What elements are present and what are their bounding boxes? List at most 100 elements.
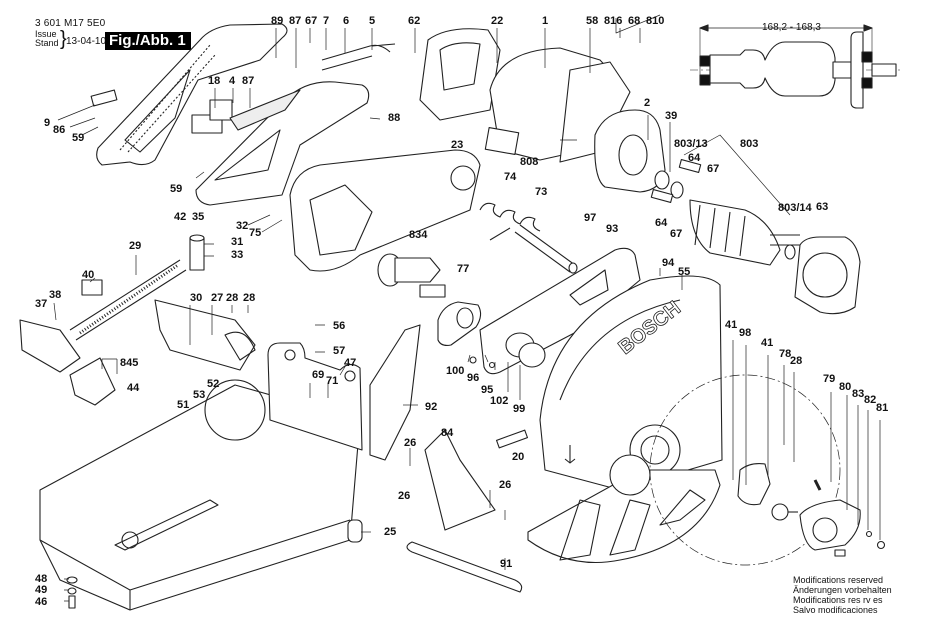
notice-line-de: Änderungen vorbehalten (793, 585, 892, 595)
callout: 22 (491, 15, 504, 27)
wrench-91 (406, 541, 523, 593)
callout: 33 (231, 249, 244, 261)
issue-label-en: Issue (35, 29, 57, 39)
callout: 44 (127, 382, 140, 394)
callout: 99 (513, 403, 526, 415)
callout: 42 (174, 211, 187, 223)
notice-line-es: Salvo modificaciones (793, 605, 878, 615)
modifications-notice: Modifications reserved Änderungen vorbeh… (793, 575, 892, 615)
handle-half-right (195, 81, 370, 206)
handle-tube (321, 43, 396, 71)
callout: 100 (446, 365, 465, 377)
callout: 4 (229, 75, 236, 87)
callout: 62 (408, 15, 421, 27)
callout: 102 (490, 395, 509, 407)
callout: 808 (520, 156, 539, 168)
callout: 68 (628, 15, 641, 27)
armature-body (709, 41, 836, 97)
callout: 810 (646, 15, 665, 27)
callout: 1 (542, 15, 549, 27)
gear-housing (289, 149, 481, 272)
callout: 91 (500, 558, 513, 570)
callout: 845 (120, 357, 139, 369)
callout: 67 (305, 15, 318, 27)
callout: 80 (839, 381, 852, 393)
callout: 75 (249, 227, 262, 239)
spark-deflector-84 (424, 429, 496, 531)
bearing-39 (654, 170, 670, 190)
callout: 834 (409, 229, 428, 241)
callout: 29 (129, 240, 142, 252)
vice-block-40 (81, 279, 103, 296)
issue-label-de: Stand (35, 38, 59, 48)
callout: 39 (665, 110, 678, 122)
callout: 35 (192, 211, 205, 223)
dimension-arrows (699, 24, 873, 32)
pivot-bushing (450, 165, 476, 191)
vice-bracket (154, 299, 256, 371)
callout: 51 (177, 399, 190, 411)
callout: 83 (852, 388, 865, 400)
bearing-left-bottom (699, 74, 711, 86)
callout: 89 (271, 15, 284, 27)
bearing-803-14 (784, 244, 796, 260)
handle-half-left (96, 23, 288, 166)
callout: 64 (655, 217, 668, 229)
callout: 28 (790, 355, 803, 367)
carbon-brush-lower (650, 188, 674, 204)
callout: 30 (190, 292, 203, 304)
callout: 28 (226, 292, 239, 304)
base-plate (39, 384, 361, 611)
callout: 84 (441, 427, 454, 439)
fan-baffle (794, 236, 861, 315)
callout: 77 (457, 263, 470, 275)
callout: 96 (467, 372, 480, 384)
callout: 48 (35, 573, 48, 585)
issue-date: 13-04-10 (66, 36, 107, 47)
dimension-label: 168,2 - 168,3 (762, 22, 821, 33)
callout: 97 (584, 212, 597, 224)
base-screw-set (66, 576, 78, 609)
callout: 86 (53, 124, 66, 136)
motor-housing (484, 47, 631, 163)
callout: 87 (242, 75, 255, 87)
issue-label: Issue Stand (35, 30, 59, 48)
notice-line-fr: Modifications res rv es (793, 595, 883, 605)
callout: 26 (398, 490, 411, 502)
base-slot (114, 499, 219, 551)
part-number: 3 601 M17 5E0 (35, 18, 106, 29)
callout: 41 (725, 319, 738, 331)
callout: 32 (236, 220, 249, 232)
callout: 79 (823, 373, 836, 385)
callout: 95 (481, 384, 494, 396)
armature-shaft (832, 61, 852, 79)
callout: 81 (876, 402, 889, 414)
figure-label: Fig./Abb. 1 (105, 32, 191, 50)
leader-lines (53, 14, 881, 602)
vice-nut-42 (189, 234, 205, 271)
callout: 64 (688, 152, 701, 164)
switch-assembly (191, 99, 233, 134)
callout: 59 (72, 132, 85, 144)
armature-fan (850, 31, 864, 109)
fence-plate (267, 342, 363, 451)
carbon-brush-upper (678, 158, 702, 174)
callout: 52 (207, 378, 220, 390)
callout: 55 (678, 266, 691, 278)
callout: 41 (761, 337, 774, 349)
callout: 49 (35, 584, 48, 596)
handle-label-plate (90, 89, 118, 107)
screw-81 (876, 540, 886, 550)
callout: 67 (707, 163, 720, 175)
callout: 803 (740, 138, 759, 150)
callout: 28 (243, 292, 256, 304)
callout: 57 (333, 345, 346, 357)
blade-cover-80 (799, 499, 861, 557)
callout: 87 (289, 15, 302, 27)
callout: 92 (425, 401, 438, 413)
callout: 74 (504, 171, 517, 183)
callout: 59 (170, 183, 183, 195)
callout: 9 (44, 117, 51, 129)
callout: 46 (35, 596, 48, 608)
